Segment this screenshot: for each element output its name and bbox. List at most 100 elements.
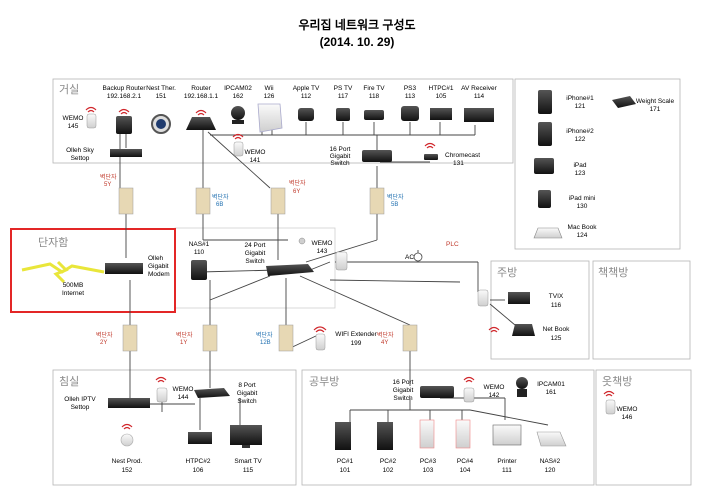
wall-jack-6b: 벽단자 6B xyxy=(195,187,229,215)
modem-line2: Gigabit xyxy=(148,263,169,270)
ps3-name: PS3 xyxy=(404,85,417,92)
ipad-mini-name: iPad mini xyxy=(569,195,596,202)
iphone-icon xyxy=(538,122,552,146)
ip-camera-icon xyxy=(516,377,528,389)
study-frame xyxy=(301,369,595,486)
chromecast-name: Chromecast xyxy=(445,152,480,159)
kitchen-frame xyxy=(490,260,590,360)
netbook-name: Net Book xyxy=(543,326,570,333)
fire-tv-id: 118 xyxy=(369,93,380,100)
router-ip: 192.168.1.1 xyxy=(184,93,219,100)
bedroom-frame xyxy=(52,369,297,486)
wifi-extender-name: WIFI Extender xyxy=(335,331,377,338)
wifi-icon xyxy=(426,145,434,149)
nest-prod-name: Nest Prod. xyxy=(112,458,143,465)
pc3-id: 103 xyxy=(423,467,434,474)
wifi-icon xyxy=(195,109,207,114)
ps3-id: 113 xyxy=(405,93,416,100)
wifi-icon xyxy=(157,379,165,383)
ipcam02-id: 162 xyxy=(233,93,244,100)
smart-tv-name: Smart TV xyxy=(234,458,262,465)
bedroom-switch8-line3: Switch xyxy=(237,398,257,405)
wemo143-name: WEMO xyxy=(312,240,333,247)
smart-tv-id: 115 xyxy=(243,467,254,474)
smart-tv-icon xyxy=(230,425,262,445)
room-label-terminal: 단자함 xyxy=(38,236,68,249)
network-switch-icon xyxy=(194,388,230,398)
wifi-extender-icon xyxy=(315,333,326,351)
jack-room-label: 벽단자 xyxy=(176,331,193,339)
backup-router-ip: 192.168.2.1 xyxy=(107,93,142,100)
wifi-icon xyxy=(424,142,436,147)
wall-jack-12b: 벽단자 12B xyxy=(256,324,294,352)
wemo145-name: WEMO xyxy=(63,115,84,122)
htpc-icon xyxy=(188,432,212,444)
wifi-icon xyxy=(232,133,244,138)
wemo146-name: WEMO xyxy=(617,406,638,413)
olleh-iptv-line1: Olleh IPTV xyxy=(64,396,96,403)
jack-room-label: 벽단자 xyxy=(256,331,273,339)
network-switch-icon xyxy=(362,150,392,162)
av-receiver-id: 114 xyxy=(474,93,485,100)
ipad-id: 123 xyxy=(575,170,586,177)
iphone2-id: 122 xyxy=(575,136,586,143)
modem-line1: Olleh xyxy=(148,255,164,262)
wifi-icon xyxy=(605,393,613,397)
router-icon xyxy=(186,117,216,130)
cable-connector-icon xyxy=(298,237,306,245)
jack-number: 5B xyxy=(391,202,398,208)
wemo141-id: 141 xyxy=(250,157,261,164)
wifi-extender-id: 199 xyxy=(351,340,362,347)
ip-camera-base-icon xyxy=(517,389,527,397)
diagram-title: 우리집 네트워크 구성도 xyxy=(298,17,415,32)
iptv-settop-icon xyxy=(108,398,150,408)
ipad-icon xyxy=(534,158,554,174)
internet-line2: Internet xyxy=(62,290,84,297)
jack-number: 6Y xyxy=(293,189,300,195)
gigabit-modem-icon xyxy=(105,263,143,274)
ps-tv-icon xyxy=(336,108,350,121)
wifi-icon xyxy=(313,326,327,331)
wemo144-id: 144 xyxy=(178,394,189,401)
bedroom-switch8-line1: 8 Port xyxy=(238,382,256,389)
wemo141-name: WEMO xyxy=(245,149,266,156)
switch24-line1: 24 Port xyxy=(245,242,266,249)
wifi-icon xyxy=(121,423,133,428)
wall-jack-2y: 벽단자 2Y xyxy=(96,324,138,352)
living-switch16-line2: Gigabit xyxy=(330,153,351,160)
lightning-bolt-icon xyxy=(53,260,69,284)
modem-line3: Modem xyxy=(148,271,170,278)
wall-jacks: 벽단자 5Y 벽단자 6B 벽단자 6Y 벽단자 5B 벽단자 2Y 벽단자 1… xyxy=(96,173,418,352)
apple-tv-id: 112 xyxy=(301,93,312,100)
nas1-name: NAS#1 xyxy=(189,241,210,248)
ipcam01-id: 161 xyxy=(546,389,557,396)
nest-thermostat-id: 151 xyxy=(156,93,167,100)
wifi-icon xyxy=(315,329,325,333)
wall-jack-1y: 벽단자 1Y xyxy=(176,324,218,352)
wifi-icon xyxy=(85,106,97,111)
olleh-iptv-line2: Settop xyxy=(71,404,90,411)
printer-id: 111 xyxy=(502,467,512,474)
olleh-sky-settop-line2: Settop xyxy=(71,155,90,162)
wifi-icon xyxy=(463,376,475,381)
av-receiver-icon xyxy=(464,108,494,122)
ip-camera-base-icon xyxy=(232,120,244,124)
chromecast-id: 131 xyxy=(453,160,464,167)
pc4-id: 104 xyxy=(460,467,471,474)
iphone1-name: iPhone#1 xyxy=(566,95,594,102)
iphone-icon xyxy=(538,90,552,114)
htpc1-id: 105 xyxy=(436,93,447,100)
wall-jack-5y: 벽단자 5Y xyxy=(100,173,134,215)
thermostat-dial-icon xyxy=(156,119,166,129)
wemo145-id: 145 xyxy=(68,123,79,130)
dressroom-frame xyxy=(595,369,692,486)
ps-tv-id: 117 xyxy=(338,93,349,100)
tv-stand-icon xyxy=(242,445,250,448)
terminal-box-highlight xyxy=(10,228,176,313)
wemo-plug-icon xyxy=(335,251,348,271)
tvix-id: 116 xyxy=(551,302,562,309)
jack-room-label: 벽단자 xyxy=(212,193,229,201)
av-receiver-name: AV Receiver xyxy=(461,85,497,92)
htpc2-name: HTPC#2 xyxy=(186,458,211,465)
pc1-name: PC#1 xyxy=(337,458,354,465)
